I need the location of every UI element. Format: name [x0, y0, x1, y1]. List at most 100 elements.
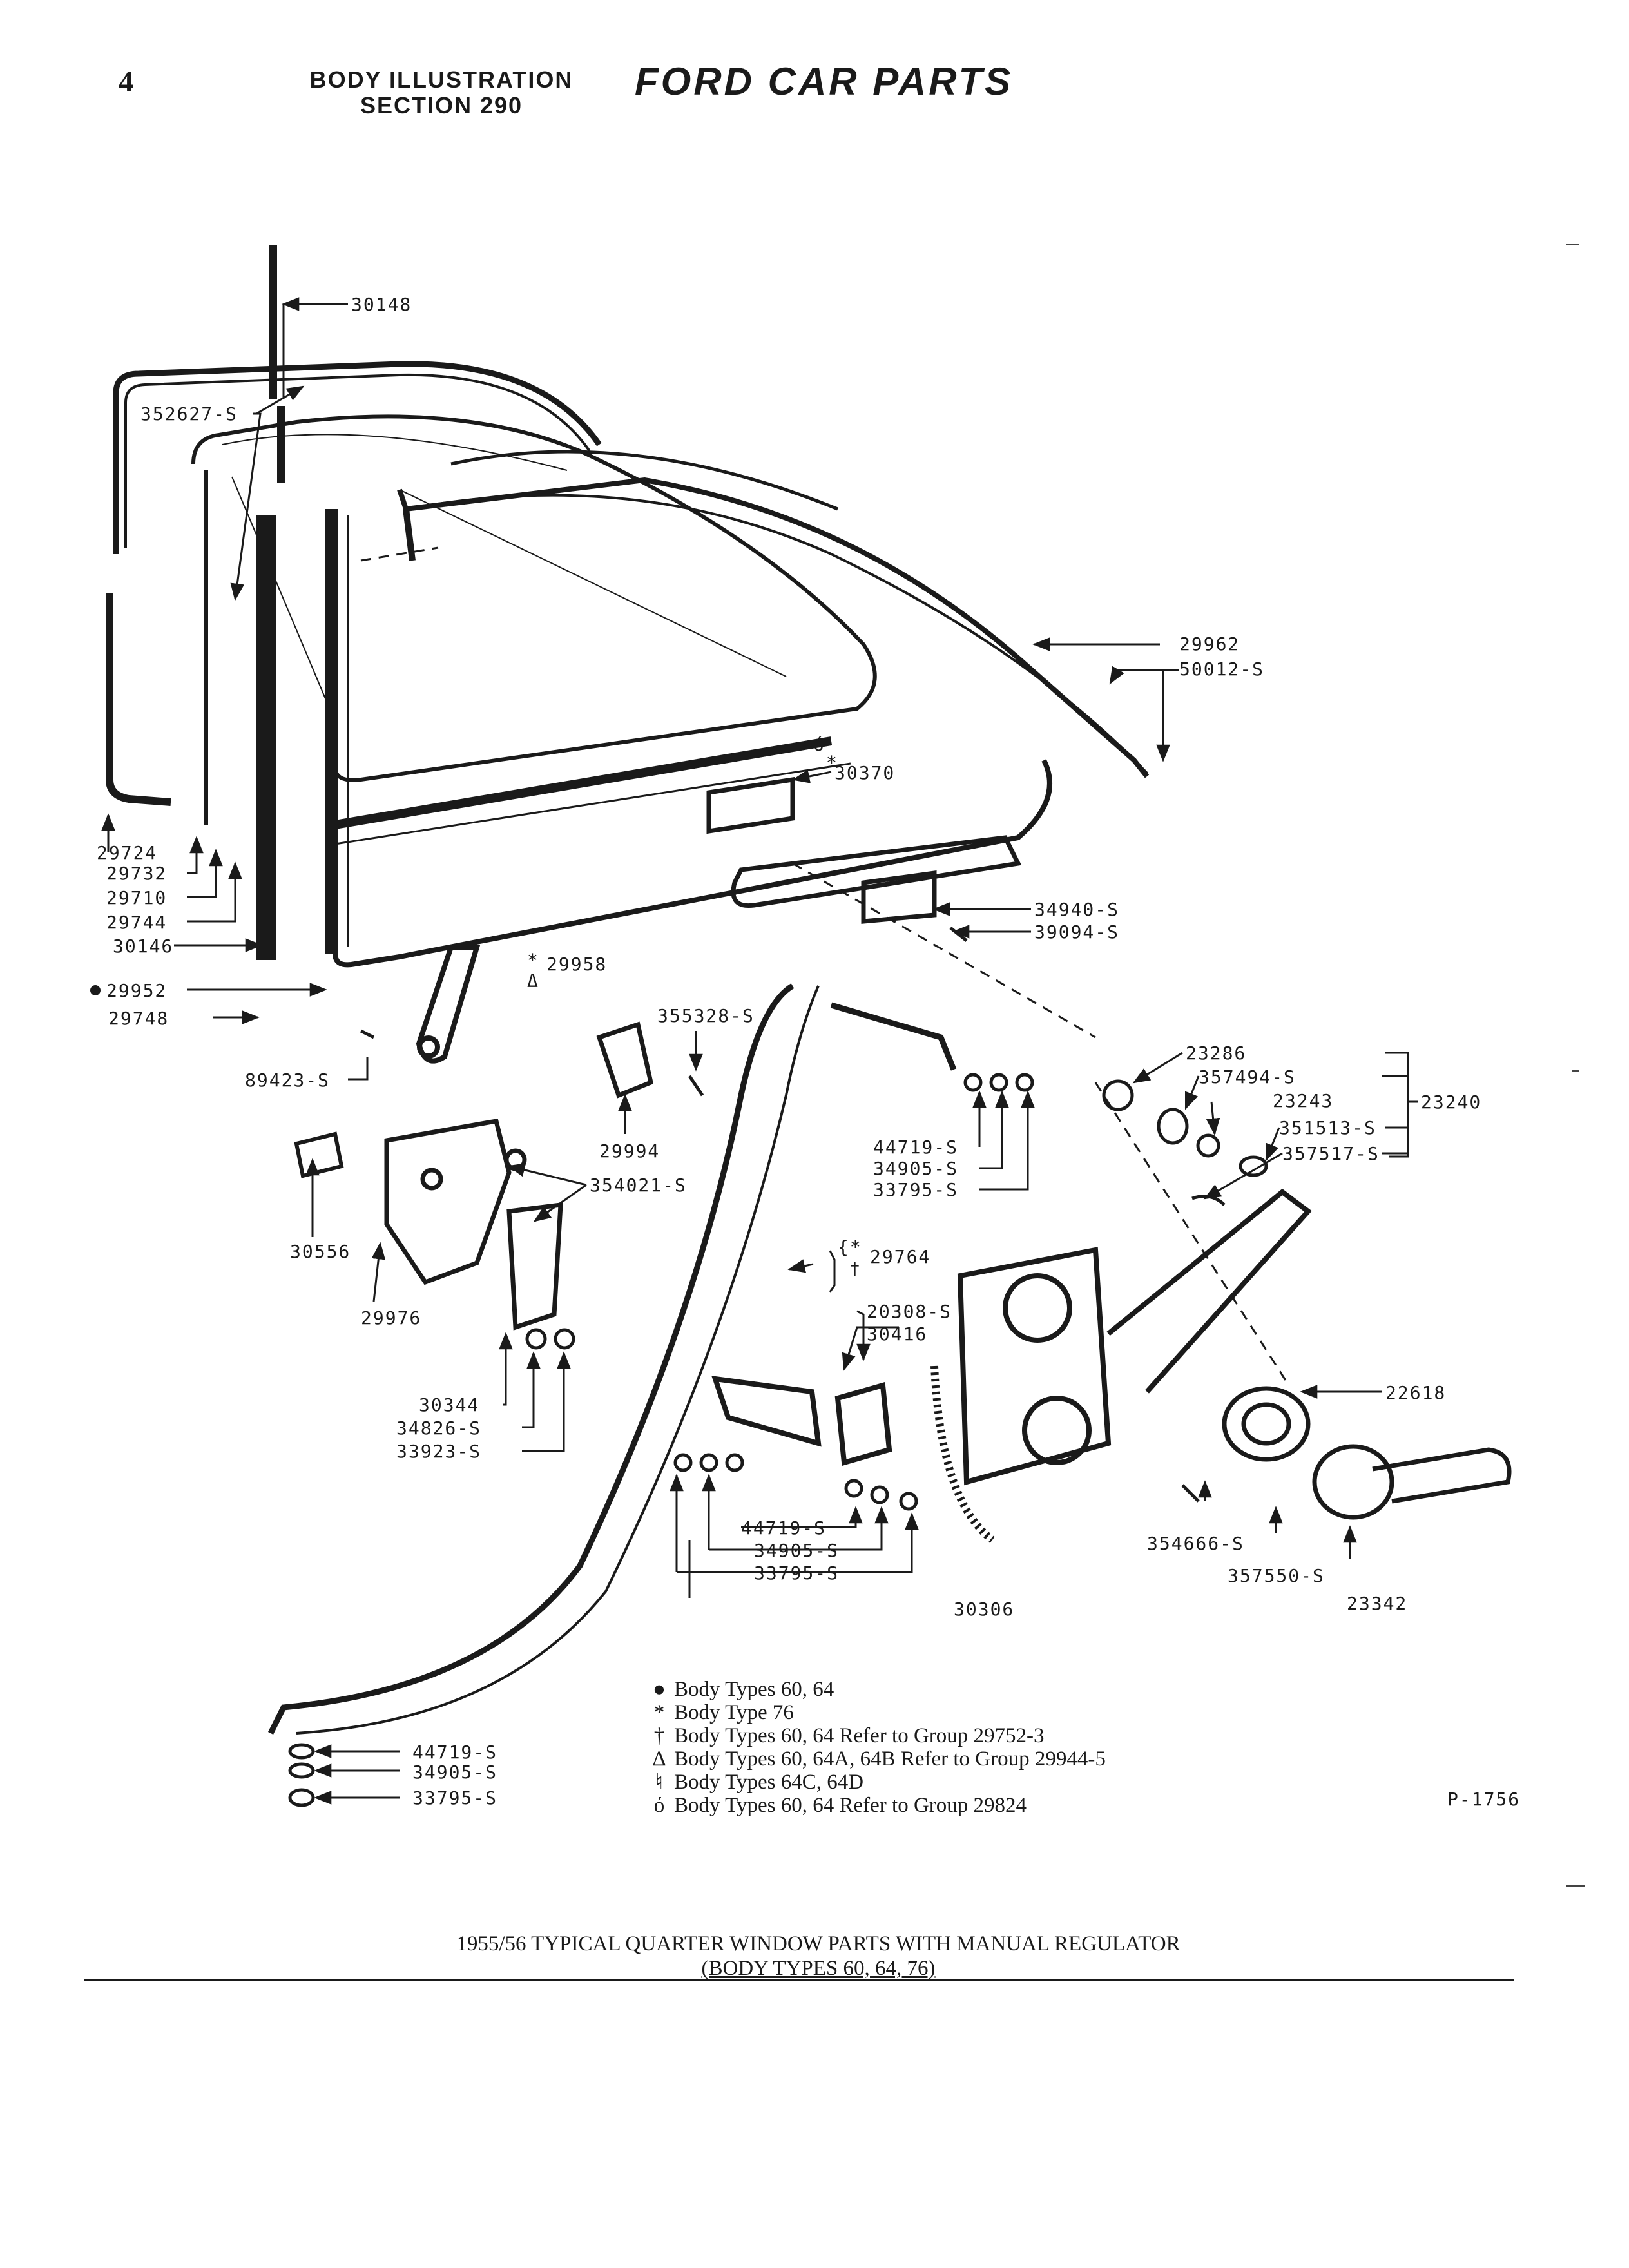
- legend-symbol: *: [653, 1701, 665, 1724]
- callout-354021: 354021-S: [590, 1175, 687, 1196]
- callout-29952-bullet: [90, 985, 101, 995]
- callout-44719-b: 44719-S: [741, 1517, 826, 1539]
- callout-33795-b: 33795-S: [754, 1562, 839, 1584]
- callout-30306: 30306: [954, 1599, 1014, 1620]
- callout-29764: 29764: [870, 1246, 930, 1267]
- callout-23342: 23342: [1347, 1593, 1407, 1614]
- legend-row: † Body Types 60, 64 Refer to Group 29752…: [644, 1724, 1106, 1747]
- legend-text: Body Types 64C, 64D: [674, 1771, 864, 1794]
- callout-23243: 23243: [1273, 1090, 1333, 1111]
- legend-symbol: †: [653, 1724, 665, 1747]
- brand-title: FORD CAR PARTS: [635, 60, 1014, 103]
- legend-row: ♮ Body Types 64C, 64D: [644, 1771, 1106, 1794]
- callout-29764-marks: {*: [838, 1236, 862, 1258]
- callout-29976: 29976: [361, 1307, 421, 1329]
- callout-30344: 30344: [419, 1394, 479, 1416]
- edge-mark-mid: [1572, 1070, 1579, 1072]
- callout-39094: 39094-S: [1034, 921, 1119, 943]
- callout-23240: 23240: [1421, 1091, 1481, 1113]
- regulator-handle-parts: [1222, 1386, 1512, 1520]
- dashed-guide-lines: [360, 546, 1290, 1386]
- legend-row: * Body Type 76: [644, 1701, 1106, 1724]
- legend-text: Body Types 60, 64 Refer to Group 29752-3: [674, 1724, 1045, 1747]
- callout-29962: 29962: [1179, 633, 1240, 655]
- callout-34940: 34940-S: [1034, 899, 1119, 920]
- legend-text: Body Type 76: [674, 1701, 794, 1724]
- callout-29748: 29748: [108, 1008, 169, 1029]
- callout-30370-marks: *: [826, 752, 838, 773]
- pivot-pin-30556: [294, 1131, 344, 1178]
- callout-22618: 22618: [1385, 1382, 1446, 1403]
- callout-labels: 30148 352627-S 29962 50012-S 30370 29724…: [90, 294, 1481, 1809]
- figure-caption: 1955/56 TYPICAL QUARTER WINDOW PARTS WIT…: [258, 1932, 1379, 1981]
- callout-29994: 29994: [599, 1140, 660, 1162]
- division-bar-strip: [269, 245, 277, 399]
- page-number: 4: [119, 65, 133, 98]
- legend-symbol: ●: [653, 1678, 666, 1701]
- division-bar-strip-lower: [277, 406, 285, 483]
- callout-29952: 29952: [106, 980, 167, 1001]
- caption-line1: 1955/56 TYPICAL QUARTER WINDOW PARTS WIT…: [456, 1932, 1181, 1956]
- callout-34905-b: 34905-S: [754, 1540, 839, 1561]
- callout-29710: 29710: [106, 887, 167, 908]
- leader-lines: [101, 297, 1418, 1805]
- callout-351513: 351513-S: [1279, 1117, 1376, 1139]
- legend-text: Body Types 60, 64 Refer to Group 29824: [674, 1794, 1027, 1817]
- callout-50012: 50012-S: [1179, 658, 1264, 680]
- plate-number: P-1756: [1447, 1789, 1521, 1810]
- glass-run-channel-frame: [113, 361, 602, 554]
- caption-line2: (BODY TYPES 60, 64, 76): [701, 1957, 936, 1980]
- legend-text: Body Types 60, 64A, 64B Refer to Group 2…: [674, 1747, 1106, 1771]
- section-heading-line2: SECTION 290: [360, 92, 523, 119]
- callout-33923: 33923-S: [396, 1441, 481, 1462]
- callout-30416: 30416: [867, 1323, 927, 1345]
- legend-row: ● Body Types 60, 64: [644, 1678, 1106, 1701]
- callout-357550: 357550-S: [1228, 1565, 1325, 1586]
- division-bar-channel-2: [325, 509, 333, 954]
- callout-29724: 29724: [97, 842, 157, 863]
- callout-29764-dagger: †: [849, 1258, 862, 1279]
- glass-channel-assembly: [333, 509, 1052, 968]
- callout-33795-a: 33795-S: [873, 1179, 958, 1200]
- callout-352627: 352627-S: [140, 403, 238, 425]
- callout-29732: 29732: [106, 863, 167, 884]
- lower-glass-bracket: [706, 776, 1022, 924]
- callout-30370: 30370: [834, 762, 895, 783]
- callout-30370-o: ό: [813, 734, 825, 755]
- small-hardware: [288, 927, 1268, 1807]
- callout-30148: 30148: [351, 294, 412, 315]
- callout-44719-a: 44719-S: [873, 1137, 958, 1158]
- callout-30556: 30556: [290, 1241, 351, 1262]
- weatherstrip-vertical: [106, 593, 171, 806]
- section-heading: BODY ILLUSTRATION SECTION 290: [293, 67, 590, 119]
- footer-rule: [84, 1979, 1514, 1981]
- upper-bracket-29994: [596, 1021, 654, 1099]
- legend-symbol: ♮: [655, 1771, 663, 1794]
- legend-row: ό Body Types 60, 64 Refer to Group 29824: [644, 1794, 1106, 1817]
- callout-34826: 34826-S: [396, 1418, 481, 1439]
- callout-29958-delta: Δ: [527, 970, 539, 992]
- legend-symbol: Δ: [652, 1747, 666, 1771]
- callout-29958-marks: *: [527, 950, 539, 971]
- division-bar-channel: [256, 515, 276, 960]
- callout-357517: 357517-S: [1282, 1143, 1380, 1164]
- callout-20308: 20308-S: [867, 1301, 952, 1322]
- callout-34905-a: 34905-S: [873, 1158, 958, 1179]
- callout-33795-c: 33795-S: [412, 1787, 497, 1809]
- edge-mark-top: [1566, 244, 1579, 245]
- callout-357494: 357494-S: [1199, 1066, 1296, 1088]
- regulator-assembly: [711, 1188, 1312, 1543]
- edge-mark-bottom: [1566, 1885, 1585, 1887]
- callout-30146: 30146: [113, 936, 173, 957]
- legend-text: Body Types 60, 64: [674, 1678, 834, 1701]
- callout-34905-c: 34905-S: [412, 1762, 497, 1783]
- legend-row: Δ Body Types 60, 64A, 64B Refer to Group…: [644, 1747, 1106, 1771]
- callout-355328: 355328-S: [657, 1005, 755, 1026]
- callout-354666: 354666-S: [1147, 1533, 1244, 1554]
- upper-frame-and-moulding: [397, 450, 1150, 778]
- callout-89423: 89423-S: [245, 1070, 330, 1091]
- regulator-support-arm: [267, 983, 957, 1735]
- pivot-arm: [416, 945, 481, 1064]
- section-heading-line1: BODY ILLUSTRATION: [309, 66, 574, 93]
- callout-23286: 23286: [1186, 1043, 1246, 1064]
